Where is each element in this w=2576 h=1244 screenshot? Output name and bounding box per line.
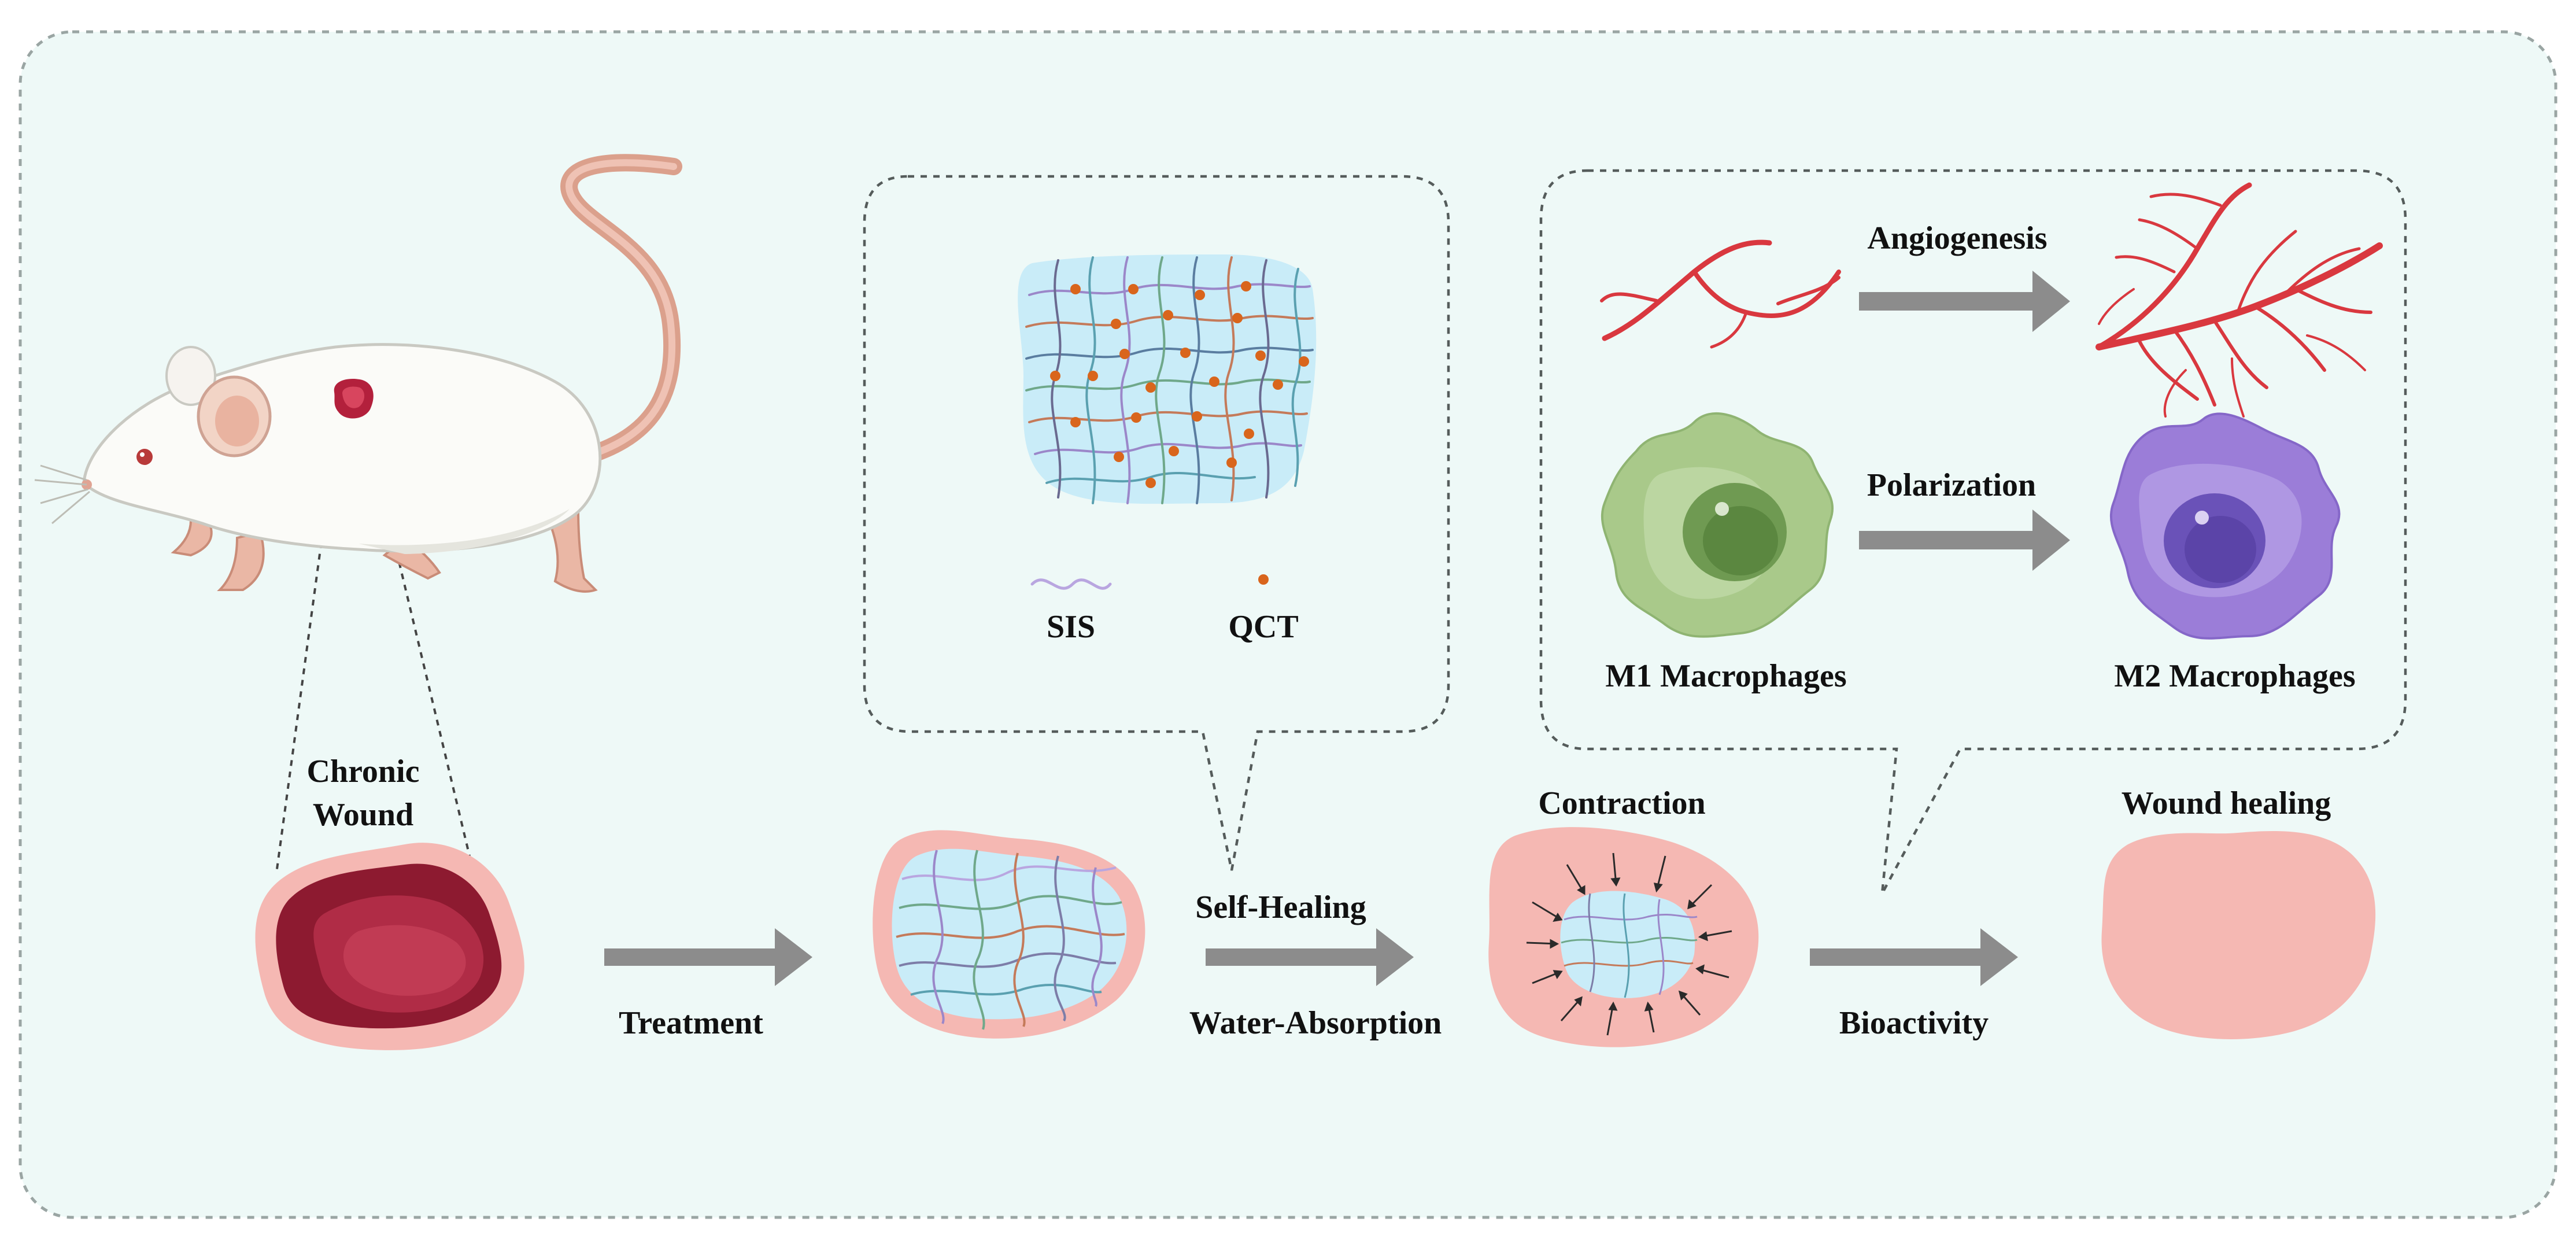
chronic-wound-label-line1: Chronic (306, 754, 420, 789)
m1-macrophage-icon (1601, 412, 1834, 638)
treatment-label: Treatment (619, 1005, 763, 1041)
contraction-label: Contraction (1538, 785, 1706, 821)
m1-macrophages-label: M1 Macrophages (1605, 658, 1847, 694)
sis-label: SIS (1046, 609, 1096, 645)
angiogenesis-label: Angiogenesis (1867, 220, 2048, 256)
zoom-line-right (360, 404, 471, 857)
qct-legend-icon (1258, 574, 1269, 585)
mouse-illustration (34, 154, 682, 593)
water-absorption-label: Water-Absorption (1189, 1005, 1442, 1041)
healed-wound-icon (2101, 830, 2376, 1039)
polarization-label: Polarization (1867, 467, 2037, 503)
outer-panel (19, 30, 2557, 1219)
angiogenesis-arrow (1859, 271, 2070, 332)
sparse-vessel-icon (1600, 239, 1841, 349)
treatment-arrow (604, 928, 812, 986)
self-healing-arrow (1206, 928, 1414, 986)
hydrogel-callout-box (863, 175, 1450, 871)
chronic-wound-label-line2: Wound (312, 797, 414, 833)
qct-label: QCT (1228, 609, 1299, 645)
bioactivity-callout-box (1539, 169, 2407, 895)
m2-macrophages-label: M2 Macrophages (2114, 658, 2356, 694)
polarization-arrow (1859, 510, 2070, 571)
self-healing-label: Self-Healing (1195, 889, 1366, 925)
wound-healing-label: Wound healing (2121, 785, 2331, 821)
hydrogel-network-icon (1018, 254, 1317, 504)
hydrogel-wound-icon (873, 830, 1145, 1039)
zoom-line-left (275, 404, 341, 874)
bioactivity-arrow (1810, 928, 2018, 986)
dense-vessel-icon (2095, 182, 2383, 418)
contracting-wound-icon (1488, 827, 1759, 1047)
chronic-wound-icon (255, 843, 524, 1050)
m2-macrophage-icon (2109, 412, 2341, 640)
sis-legend-icon (1030, 578, 1112, 590)
bioactivity-label: Bioactivity (1839, 1005, 1989, 1041)
